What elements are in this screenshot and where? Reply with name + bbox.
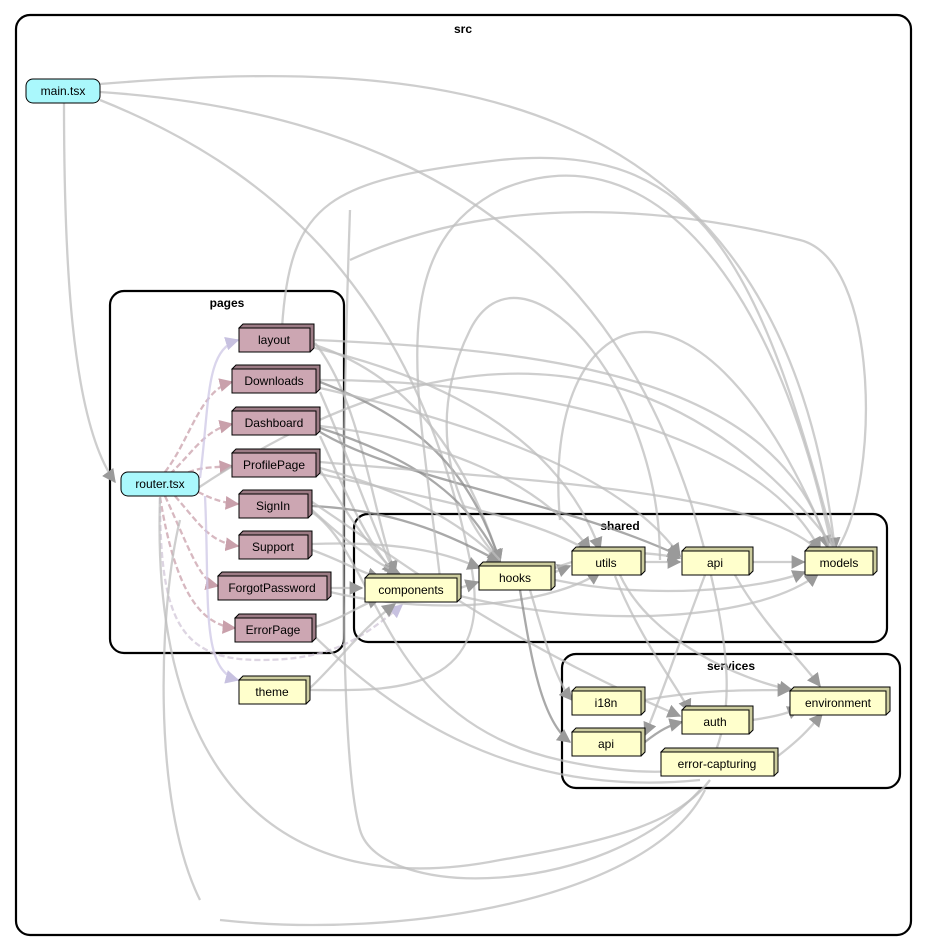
node-hooks-label: hooks — [499, 571, 531, 585]
edge-loop-6 — [557, 331, 832, 549]
node-downloads-label: Downloads — [244, 374, 303, 388]
edge-api-servicesapi — [643, 574, 707, 737]
node-i18n-label: i18n — [595, 696, 618, 710]
edge-utils-auth — [613, 575, 692, 714]
edge-hooks-servicesapi — [518, 589, 572, 743]
node-dashboard-label: Dashboard — [245, 416, 304, 430]
edge-downloads-models — [319, 378, 822, 552]
edge-profile-models — [319, 460, 821, 553]
node-shared-api[interactable]: api — [681, 546, 754, 576]
edge-dashboard-utils — [319, 424, 591, 552]
edge-loop-3 — [162, 519, 202, 901]
node-main[interactable]: main.tsx — [25, 78, 101, 104]
edge-loop-2 — [349, 210, 867, 549]
edge-main-models — [99, 74, 841, 552]
node-errorpage-label: ErrorPage — [246, 623, 301, 637]
edge-main-theme — [99, 98, 476, 692]
node-support-label: Support — [252, 540, 295, 554]
node-services-api-label: api — [598, 737, 614, 751]
node-profile[interactable]: ProfilePage — [231, 448, 321, 478]
edges — [62, 74, 867, 927]
cluster-services-label: services — [707, 659, 755, 673]
edge-utils-environment — [618, 574, 794, 695]
edge-servicesapi-auth — [644, 718, 684, 743]
cluster-src: src — [14, 13, 913, 937]
node-router[interactable]: router.tsx — [120, 471, 200, 497]
edge-signin-auth — [311, 501, 682, 718]
edge-components-hooks — [459, 579, 480, 593]
node-components-label: components — [378, 583, 443, 597]
edge-support-hooks — [311, 542, 482, 570]
edge-i18n-environment — [644, 683, 792, 702]
node-router-label: router.tsx — [135, 477, 184, 491]
edge-profile-utils — [319, 472, 592, 553]
node-main-label: main.tsx — [41, 84, 86, 98]
edge-router-downloads — [164, 378, 234, 473]
edge-downloads-api — [319, 386, 681, 558]
node-environment-label: environment — [805, 696, 872, 710]
node-signin[interactable]: SignIn — [238, 489, 313, 519]
edge-layout-up — [280, 156, 837, 549]
node-utils-label: utils — [595, 556, 616, 570]
edge-dashboard-components — [318, 435, 396, 576]
node-theme[interactable]: theme — [238, 675, 311, 705]
node-hooks[interactable]: hooks — [478, 561, 556, 591]
edge-profile-hooks — [319, 466, 501, 563]
edge-downloads-components — [318, 391, 397, 576]
edge-loop-5 — [445, 296, 662, 561]
node-models[interactable]: models — [804, 546, 878, 576]
edge-router-layout — [198, 337, 240, 479]
edge-api-environment — [733, 574, 821, 688]
node-support[interactable]: Support — [238, 530, 313, 560]
edge-components-up — [416, 174, 834, 579]
node-components[interactable]: components — [364, 573, 462, 603]
node-auth-label: auth — [703, 715, 726, 729]
edge-theme-components — [309, 603, 397, 689]
cluster-src-label: src — [454, 22, 472, 36]
edge-dashboard-api — [319, 431, 682, 558]
node-profile-label: ProfilePage — [243, 458, 305, 472]
node-downloads[interactable]: Downloads — [231, 364, 321, 394]
node-environment[interactable]: environment — [789, 686, 891, 716]
edge-loop-1 — [342, 209, 701, 880]
node-layout-label: layout — [258, 333, 291, 347]
node-auth[interactable]: auth — [681, 705, 754, 735]
edge-layout-utils — [314, 346, 603, 552]
node-shared-api-label: api — [707, 556, 723, 570]
node-layout[interactable]: layout — [238, 323, 315, 353]
edge-dashboard-hooks — [319, 426, 502, 564]
node-dashboard[interactable]: Dashboard — [231, 406, 321, 436]
node-theme-label: theme — [255, 685, 289, 699]
edge-loop-4 — [219, 789, 707, 927]
edge-router-forgot — [163, 495, 220, 591]
cluster-shared: shared — [352, 512, 889, 644]
edge-components-models — [459, 573, 820, 618]
edge-errorpage-errorcap — [311, 633, 701, 784]
cluster-services: services — [560, 652, 902, 790]
node-error-capturing[interactable]: error-capturing — [659, 747, 779, 777]
node-services-api[interactable]: api — [571, 727, 646, 757]
cluster-shared-label: shared — [600, 519, 639, 533]
edge-hooks-utils — [554, 564, 572, 578]
node-i18n[interactable]: i18n — [571, 686, 646, 716]
edge-main-router — [62, 102, 116, 484]
node-utils[interactable]: utils — [571, 546, 646, 576]
node-signin-label: SignIn — [256, 499, 290, 513]
node-forgot[interactable]: ForgotPassword — [217, 571, 332, 601]
edge-hooks-i18n — [528, 589, 573, 702]
node-error-capturing-label: error-capturing — [678, 757, 757, 771]
node-errorpage[interactable]: ErrorPage — [234, 613, 317, 643]
node-forgot-label: ForgotPassword — [228, 581, 315, 595]
edge-router-theme — [203, 495, 240, 684]
edge-router-dashboard — [169, 419, 234, 475]
edge-router-errorpage — [158, 496, 237, 634]
cluster-pages-label: pages — [210, 296, 245, 310]
node-models-label: models — [820, 556, 859, 570]
